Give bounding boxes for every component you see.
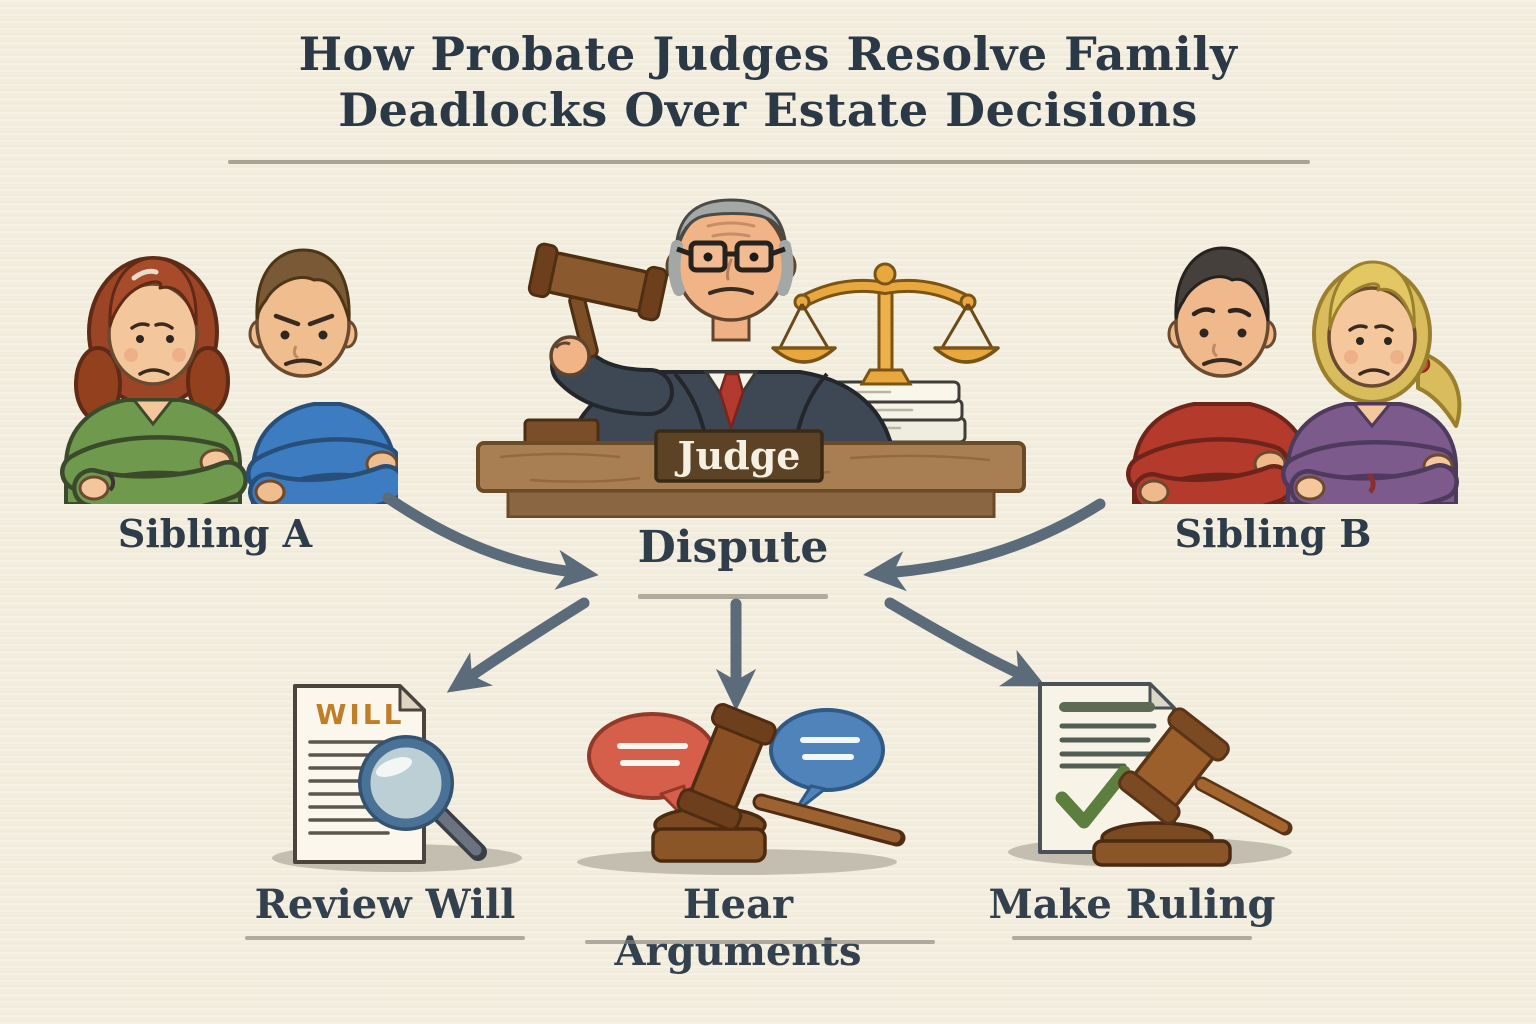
sibling-b-label: Sibling B bbox=[1174, 511, 1372, 556]
will-document-title: WILL bbox=[316, 698, 405, 731]
arrow-sibling-b-to-dispute bbox=[863, 498, 1106, 592]
arrow-dispute-to-make-ruling bbox=[884, 597, 1046, 687]
arrow-sibling-a-to-dispute bbox=[382, 492, 599, 590]
magnifying-glass-icon bbox=[358, 735, 487, 861]
gavel-icon bbox=[1092, 707, 1293, 867]
review-will-underline bbox=[245, 936, 525, 940]
page-title: How Probate Judges Resolve Family Deadlo… bbox=[0, 26, 1536, 138]
gavel-icon bbox=[651, 703, 906, 863]
make-ruling-underline bbox=[1012, 936, 1252, 940]
sibling-b-man bbox=[1126, 246, 1312, 504]
make-ruling-label: Make Ruling bbox=[988, 881, 1276, 928]
hear-arguments-underline bbox=[585, 940, 935, 944]
sibling-a-illustration bbox=[60, 248, 398, 504]
judge-gavel-icon bbox=[527, 242, 674, 416]
title-divider bbox=[228, 160, 1310, 164]
ruling-document-icon bbox=[1038, 682, 1176, 854]
judge-nameplate: Judge bbox=[654, 429, 824, 483]
make-ruling-icon bbox=[1008, 682, 1293, 867]
review-will-icon: WILL bbox=[272, 684, 522, 872]
dispute-underline bbox=[638, 594, 828, 599]
arrow-dispute-to-review-will bbox=[446, 597, 590, 693]
dispute-label: Dispute bbox=[637, 522, 829, 573]
hear-arguments-label: Hear Arguments bbox=[614, 881, 862, 975]
judge-nameplate-text: Judge bbox=[675, 433, 801, 478]
title-line-2: Deadlocks Over Estate Decisions bbox=[338, 83, 1198, 138]
review-will-label: Review Will bbox=[254, 881, 516, 928]
sibling-b-illustration bbox=[1126, 246, 1462, 504]
speech-bubble-blue-icon bbox=[769, 708, 885, 816]
judge-illustration: Judge bbox=[476, 198, 1026, 518]
hear-arguments-icon bbox=[577, 703, 906, 875]
checkmark-icon bbox=[1055, 765, 1131, 829]
sibling-a-label: Sibling A bbox=[117, 511, 313, 556]
title-line-1: How Probate Judges Resolve Family bbox=[298, 27, 1238, 81]
sibling-a-woman bbox=[60, 256, 248, 504]
sibling-b-woman bbox=[1281, 260, 1462, 504]
sibling-a-man bbox=[246, 248, 398, 504]
